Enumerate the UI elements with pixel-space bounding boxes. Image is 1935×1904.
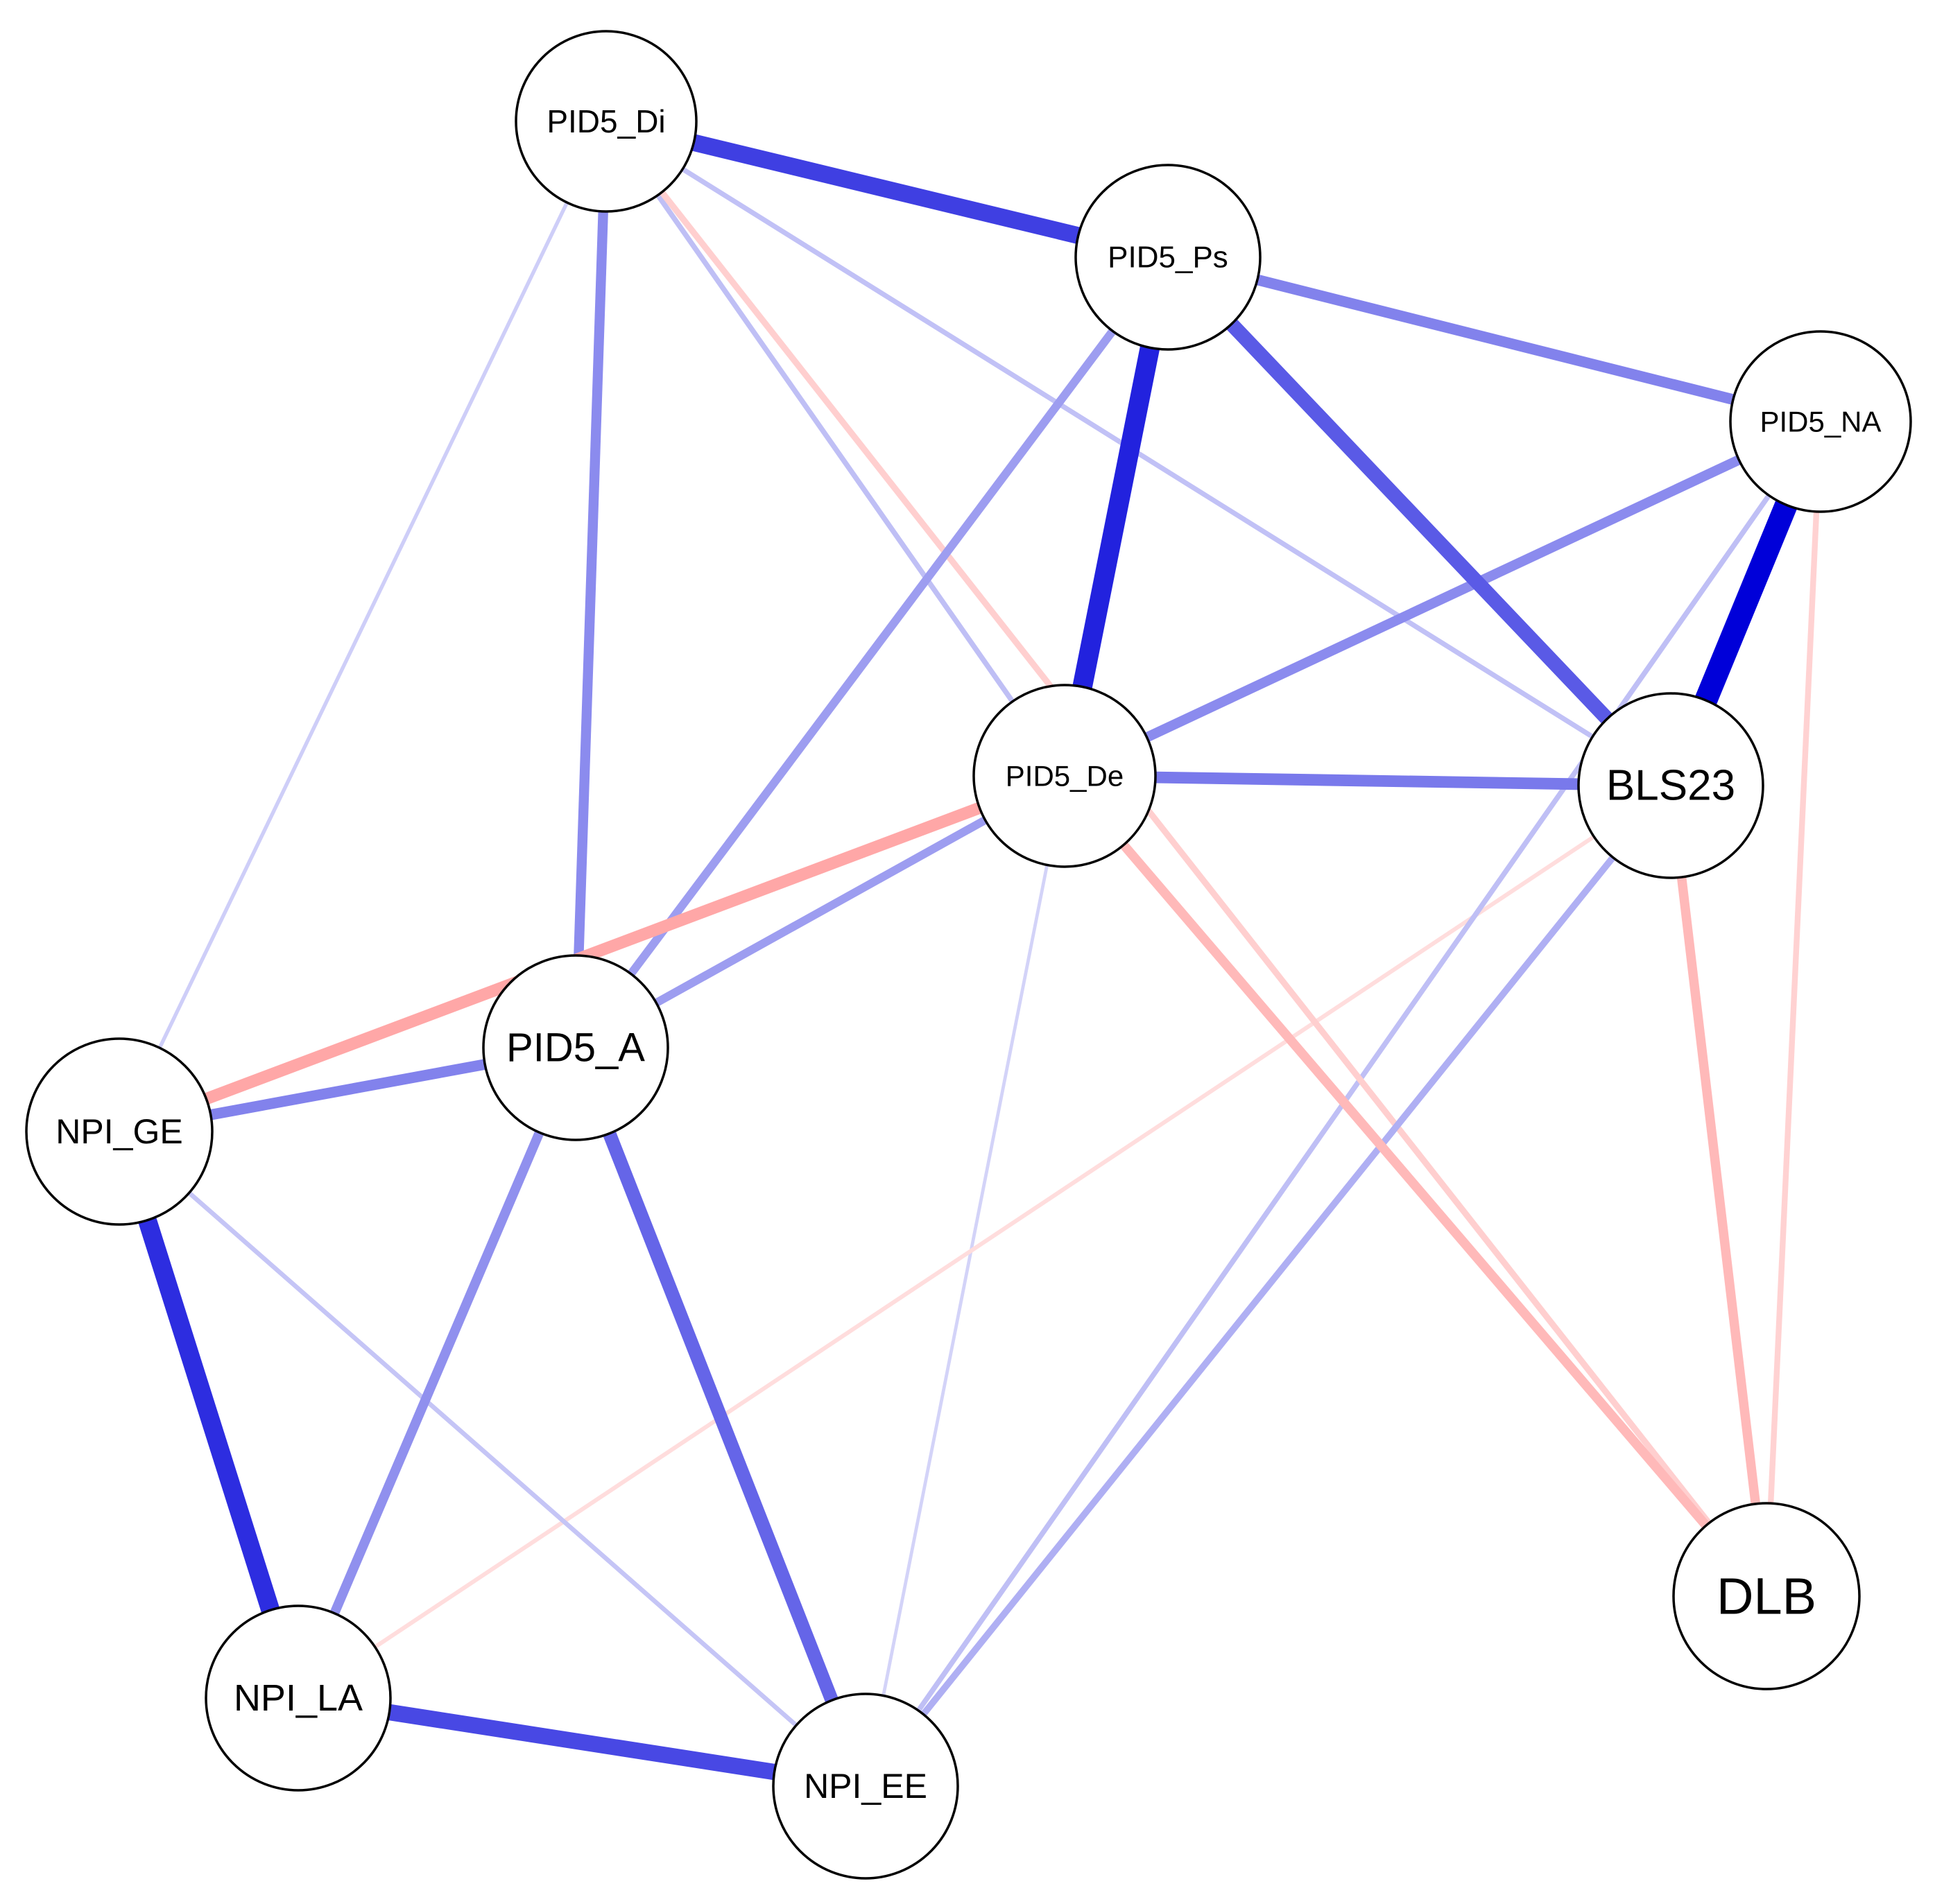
node-pid5-de: PID5_De (972, 684, 1157, 868)
edge-npi-ge-npi-ee (117, 1130, 868, 1788)
edge-bls23-dlb (1666, 785, 1771, 1597)
edge-bls23-npi-ee (863, 783, 1674, 1789)
edge-pid5-di-npi-ge (117, 120, 608, 1133)
node-pid5-ps: PID5_Ps (1074, 164, 1262, 351)
edge-pid5-di-pid5-ps (604, 113, 1170, 266)
node-label: PID5_A (506, 1025, 645, 1071)
edge-bls23-npi-la (297, 784, 1672, 1700)
node-circle (482, 954, 669, 1141)
node-npi-ge: NPI_GE (25, 1037, 214, 1226)
edge-pid5-de-npi-ee (863, 775, 1067, 1787)
node-circle (972, 684, 1157, 868)
edge-pid5-de-bls23 (1064, 770, 1671, 792)
edge-pid5-de-dlb (1060, 772, 1771, 1600)
node-label: PID5_Di (547, 103, 665, 139)
node-npi-la: NPI_LA (205, 1604, 392, 1792)
edge-pid5-ps-bls23 (1162, 252, 1676, 791)
node-label: PID5_De (1006, 760, 1124, 793)
node-bls23: BLS23 (1577, 692, 1764, 879)
edge-pid5-ps-pid5-na (1167, 252, 1822, 427)
node-label: NPI_LA (234, 1677, 363, 1719)
edge-pid5-de-npi-ge (117, 770, 1067, 1138)
node-label: NPI_EE (804, 1767, 927, 1806)
node-dlb: DLB (1672, 1502, 1861, 1690)
edge-npi-la-npi-ee (297, 1690, 867, 1794)
edge-pid5-a-npi-ee (569, 1045, 872, 1789)
edge-pid5-na-dlb (1763, 421, 1824, 1597)
node-label: DLB (1717, 1568, 1816, 1625)
edge-npi-ge-npi-la (110, 1128, 307, 1702)
edge-pid5-di-pid5-a (570, 121, 612, 1048)
node-circle (1729, 330, 1912, 513)
node-label: BLS23 (1606, 762, 1735, 810)
node-circle (772, 1693, 959, 1880)
node-circle (515, 30, 698, 213)
node-label: PID5_Ps (1108, 241, 1228, 275)
node-pid5-na: PID5_NA (1729, 330, 1912, 513)
node-label: PID5_NA (1760, 406, 1881, 438)
node-label: NPI_GE (55, 1112, 182, 1151)
edges-layer (110, 113, 1832, 1794)
edge-pid5-di-dlb (603, 119, 1769, 1598)
edge-pid5-ps-pid5-a (572, 254, 1171, 1050)
node-circle (1074, 164, 1262, 351)
node-circle (25, 1037, 214, 1226)
node-circle (1577, 692, 1764, 879)
edge-pid5-di-pid5-de (603, 119, 1067, 778)
node-circle (1672, 1502, 1861, 1690)
node-npi-ee: NPI_EE (772, 1693, 959, 1880)
edge-pid5-na-pid5-de (1062, 417, 1823, 781)
node-circle (205, 1604, 392, 1792)
node-pid5-di: PID5_Di (515, 30, 698, 213)
node-pid5-a: PID5_A (482, 954, 669, 1141)
edge-pid5-a-npi-la (293, 1046, 580, 1700)
